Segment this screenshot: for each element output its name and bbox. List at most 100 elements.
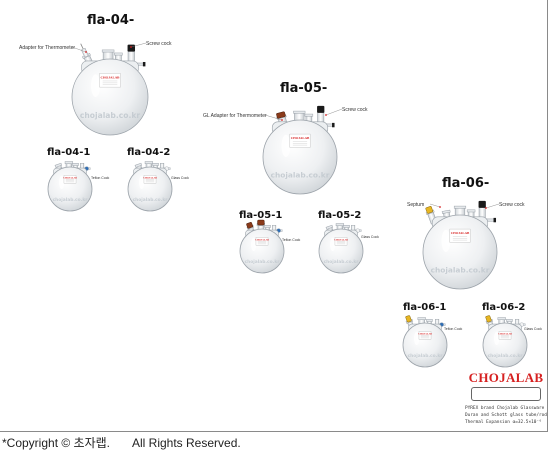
glass-highlight xyxy=(59,175,65,189)
watermark: chojalab.co.kr xyxy=(245,259,281,265)
pointer-gl-adapter-05 xyxy=(264,114,283,121)
flask-bulb xyxy=(402,322,448,368)
watermark: chojalab.co.kr xyxy=(488,353,524,359)
glass-highlight xyxy=(91,74,101,97)
flask-bulb xyxy=(482,322,528,368)
title-fla-05: fla-05- xyxy=(280,81,328,96)
title-fla-04: fla-04- xyxy=(87,13,135,28)
flask-label-text: CHOJALAB xyxy=(498,332,512,335)
callout-adapter-thermometer-04: Adapter for Thermometer xyxy=(19,45,76,51)
brand-box xyxy=(471,387,541,401)
glass-highlight xyxy=(139,175,145,189)
screw-cock xyxy=(317,105,335,131)
title-fla-06: fla-06- xyxy=(442,176,490,191)
pointer-adapter-04 xyxy=(71,46,87,53)
copyright-rights: All Rights Reserved. xyxy=(132,436,241,450)
flask-label-text: CHOJALAB xyxy=(291,136,310,140)
gl-cap xyxy=(257,219,265,226)
septum-cap xyxy=(405,315,412,323)
flask-label xyxy=(143,175,157,184)
title-fla-05-1: fla-05-1 xyxy=(239,210,283,221)
watermark: chojalab.co.kr xyxy=(324,259,360,265)
septum-cap xyxy=(485,315,492,323)
glass-highlight xyxy=(414,331,420,345)
flask-fla-04-1: CHOJALAB chojalab.co.kr xyxy=(47,161,93,212)
copyright-notice: *Copyright © 초자랩. All Rights Reserved. xyxy=(2,434,241,451)
flask-label xyxy=(255,237,269,246)
gl-cap xyxy=(276,111,286,119)
flask-label-text: CHOJALAB xyxy=(143,176,157,179)
flask-fla-05-1: CHOJALAB chojalab.co.kr xyxy=(239,219,285,274)
watermark: chojalab.co.kr xyxy=(80,111,141,120)
chojalab-logo-block: CHOJALAB PYREX brand Chojalab Glassware … xyxy=(465,370,547,430)
flask-bulb xyxy=(239,228,285,274)
septum-cap xyxy=(425,206,434,214)
logo-line-2: Duran and Schott glass tube/rod xyxy=(465,413,547,418)
pointer-septum-06 xyxy=(429,203,441,208)
watermark: chojalab.co.kr xyxy=(408,353,444,359)
callout-screw-cock-06: Screw cock xyxy=(499,202,525,208)
flask-bulb xyxy=(47,166,93,212)
watermark: chojalab.co.kr xyxy=(53,197,89,203)
thermometer-adapter xyxy=(81,47,89,58)
flask-label xyxy=(63,175,77,184)
callout-teflon-cock-06-1: Teflon Cock xyxy=(444,327,463,331)
glass-highlight xyxy=(494,331,500,345)
glass-highlight xyxy=(281,134,291,157)
logo-line-3: Thermal Expansion α=32.5×10⁻⁶ xyxy=(465,420,542,425)
watermark: chojalab.co.kr xyxy=(133,197,169,203)
watermark: chojalab.co.kr xyxy=(271,170,330,179)
callout-glass-cock-05-2: Glass Cock xyxy=(361,235,379,239)
flask-label-text: CHOJALAB xyxy=(334,238,348,241)
pointer-screw-06 xyxy=(485,203,500,209)
glass-highlight xyxy=(251,237,257,251)
flask-label xyxy=(418,331,432,340)
callout-glass-cock-06-2: Glass Cock xyxy=(524,327,542,331)
flask-bulb xyxy=(127,166,173,212)
flask-label-text: CHOJALAB xyxy=(255,238,269,241)
flask-label-text: CHOJALAB xyxy=(451,231,470,235)
callout-septum-06: Septum xyxy=(407,202,425,208)
flask-drawings: CHOJALABchojalab.co.krCHOJALABchojalab.c… xyxy=(47,42,528,368)
flask-fla-06-1: CHOJALAB chojalab.co.kr xyxy=(402,315,448,368)
flask-bulb xyxy=(318,228,364,274)
flask-bulb xyxy=(422,214,498,290)
flask-fla-06-2: CHOJALAB chojalab.co.kr xyxy=(482,315,528,368)
callout-glass-cock-04-2: Glass Cock xyxy=(171,176,189,180)
flask-fla-05: CHOJALAB chojalab.co.kr xyxy=(262,105,338,195)
flask-fla-06: CHOJALAB chojalab.co.kr xyxy=(422,200,498,290)
callout-gl-adapter-thermometer-05: GL Adapter for Thermometer xyxy=(203,113,267,119)
callout-teflon-cock-05-1: Teflon Cock xyxy=(282,238,301,242)
flask-label xyxy=(334,237,348,246)
flask-fla-04-2: CHOJALAB chojalab.co.kr xyxy=(127,161,173,212)
drawing-frame xyxy=(0,0,548,432)
flask-label xyxy=(289,133,311,148)
watermark: chojalab.co.kr xyxy=(431,265,490,274)
flask-fla-05-2: CHOJALAB chojalab.co.kr xyxy=(318,223,364,274)
logo-line-1: PYREX brand Chojalab Glassware xyxy=(465,406,545,411)
flask-label xyxy=(99,73,121,88)
brand-logo: CHOJALAB xyxy=(468,370,544,385)
flask-label-text: CHOJALAB xyxy=(101,76,121,80)
callout-teflon-cock-04-1: Teflon Cock xyxy=(91,176,110,180)
flask-fla-04: CHOJALAB chojalab.co.kr xyxy=(71,43,149,136)
pointer-screw-05 xyxy=(325,108,343,116)
title-fla-05-2: fla-05-2 xyxy=(318,210,362,221)
pointer-screw-04 xyxy=(130,42,147,48)
flask-bulb xyxy=(262,119,338,195)
flask-label-text: CHOJALAB xyxy=(63,176,77,179)
glass-highlight xyxy=(441,229,451,252)
flask-label xyxy=(498,331,512,340)
flask-label-text: CHOJALAB xyxy=(418,332,432,335)
flask-bulb xyxy=(71,58,149,136)
title-fla-06-1: fla-06-1 xyxy=(403,302,447,313)
gl-cap xyxy=(246,222,254,229)
callout-screw-cock-05: Screw cock xyxy=(342,107,368,113)
glass-highlight xyxy=(330,237,336,251)
copyright-text: *Copyright © 초자랩. xyxy=(2,436,110,450)
flask-label xyxy=(449,228,471,243)
title-fla-06-2: fla-06-2 xyxy=(482,302,526,313)
title-fla-04-1: fla-04-1 xyxy=(47,147,91,158)
callout-screw-cock-04: Screw cock xyxy=(146,41,172,47)
title-fla-04-2: fla-04-2 xyxy=(127,147,171,158)
